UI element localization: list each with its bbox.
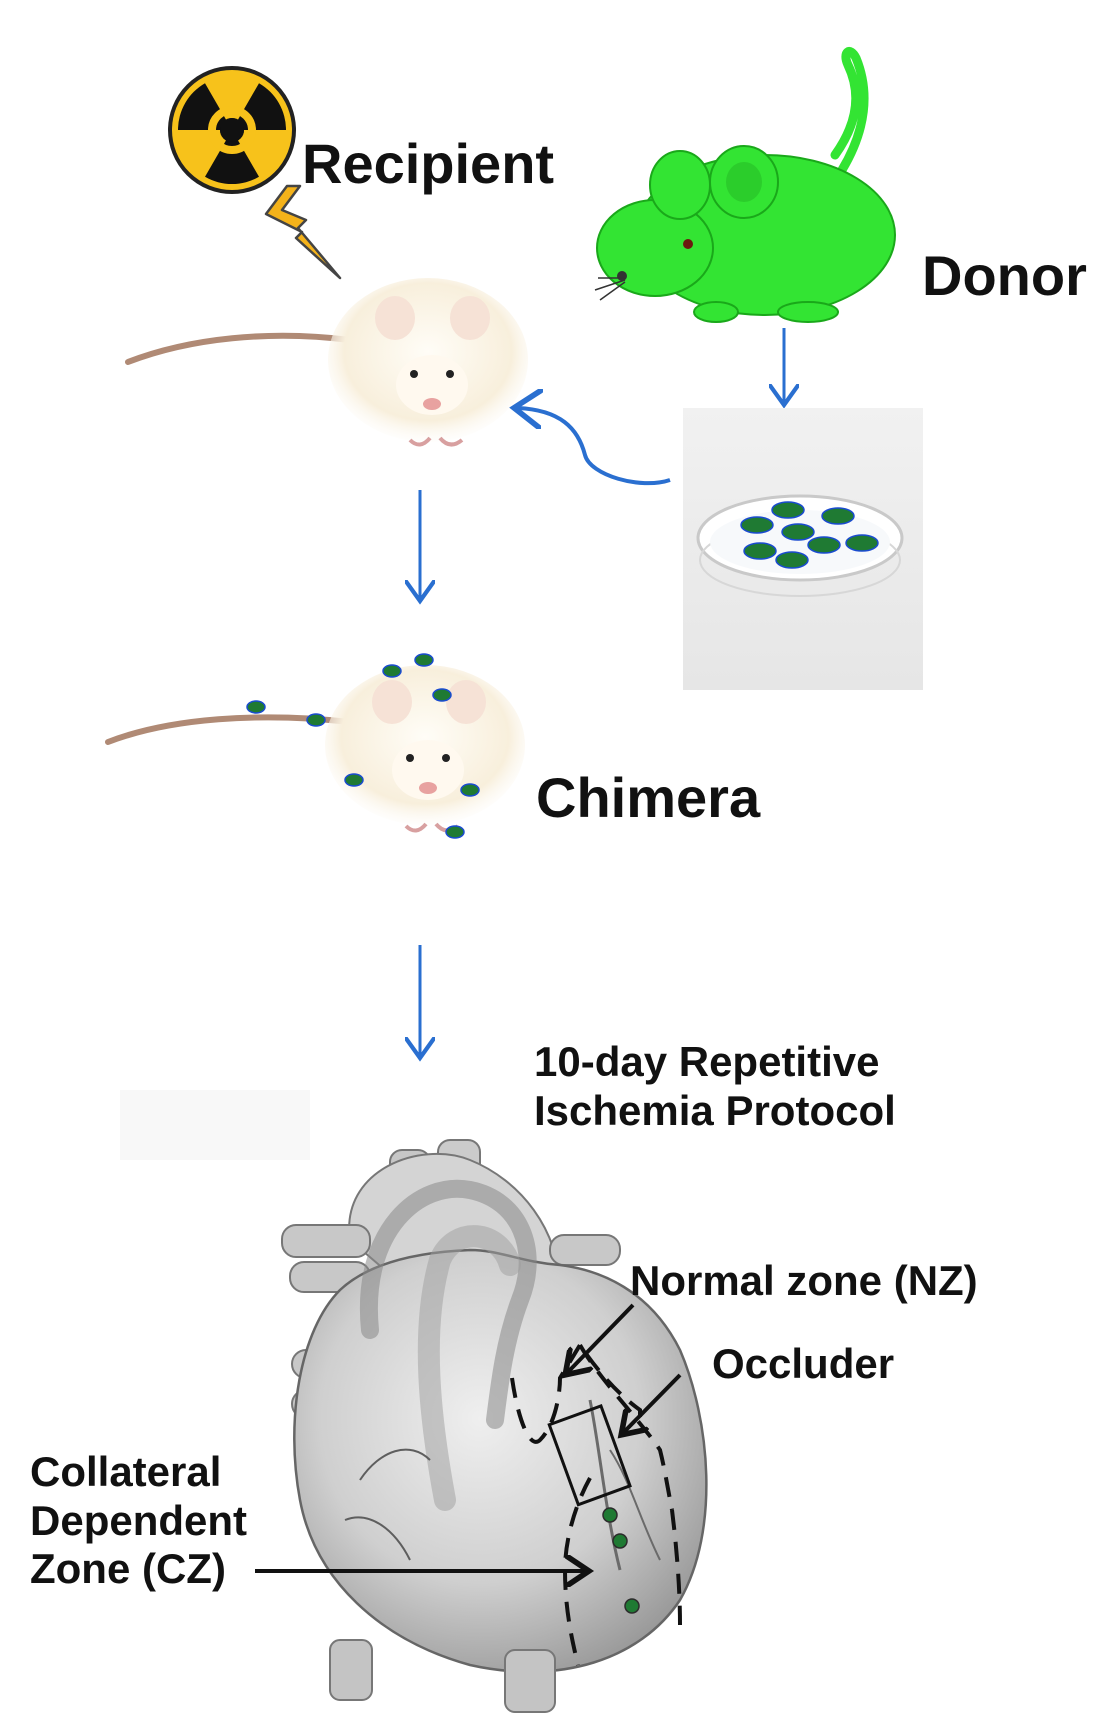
chimera-label: Chimera bbox=[536, 766, 761, 829]
chimera-mouse-icon bbox=[105, 653, 525, 839]
collateral-zone-label: Collateral Dependent Zone (CZ) bbox=[30, 1448, 248, 1593]
donor-mouse-icon bbox=[594, 47, 896, 323]
recipient-label: Recipient bbox=[302, 132, 555, 195]
occluder-label: Occluder bbox=[712, 1340, 895, 1387]
engrafted-cell bbox=[246, 700, 266, 714]
protocol-label: 10-day Repetitive Ischemia Protocol bbox=[534, 1038, 896, 1134]
cell-in-dish bbox=[740, 516, 774, 534]
cz-cell bbox=[602, 1507, 618, 1523]
cell-in-dish bbox=[807, 536, 841, 554]
engrafted-cell bbox=[344, 773, 364, 787]
engrafted-cell bbox=[460, 783, 480, 797]
engrafted-cell bbox=[382, 664, 402, 678]
arrow-dish-to-recipient bbox=[518, 408, 671, 486]
cell-in-dish bbox=[821, 507, 855, 525]
engrafted-cell bbox=[414, 653, 434, 667]
cell-in-dish bbox=[845, 534, 879, 552]
cell-in-dish bbox=[743, 542, 777, 560]
lightning-bolt-icon bbox=[264, 184, 342, 280]
cell-in-dish bbox=[775, 551, 809, 569]
cz-cell bbox=[612, 1533, 628, 1549]
normal-zone-label: Normal zone (NZ) bbox=[630, 1257, 978, 1304]
engrafted-cell bbox=[432, 688, 452, 702]
petri-dish-icon bbox=[683, 408, 923, 690]
engrafted-cell bbox=[306, 713, 326, 727]
engrafted-cell bbox=[445, 825, 465, 839]
recipient-mouse-icon bbox=[125, 278, 528, 447]
donor-label: Donor bbox=[922, 244, 1087, 307]
arrow-occluder bbox=[624, 1373, 682, 1432]
radiation-icon bbox=[168, 66, 296, 194]
arrow-normal-zone bbox=[568, 1303, 635, 1372]
cell-in-dish bbox=[771, 501, 805, 519]
heart-illustration-icon bbox=[120, 1090, 708, 1713]
cz-cell bbox=[624, 1598, 640, 1614]
cell-in-dish bbox=[781, 523, 815, 541]
occluder-box bbox=[547, 1404, 632, 1507]
